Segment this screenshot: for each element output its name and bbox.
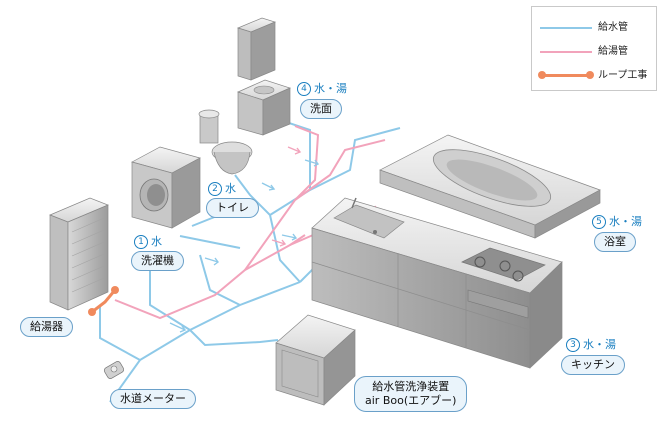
washbasin-vanity [236, 17, 291, 136]
legend-label-hot: 給湯管 [598, 46, 628, 57]
legend-label-loop: ループ工事 [598, 70, 648, 81]
loop-dot-right-icon [586, 71, 594, 79]
legend: 給水管 給湯管 ループ工事 [531, 6, 657, 91]
washer-type: 水 [151, 235, 162, 248]
toilet-number: 2 [208, 182, 222, 196]
kitchen-number: 3 [566, 338, 580, 352]
kitchen-label: キッチン [561, 355, 625, 375]
loop-work-segment [88, 286, 119, 316]
hot-water-pipes [114, 125, 386, 320]
washbasin-type: 水・湯 [314, 82, 347, 95]
toilet-type: 水 [225, 182, 236, 195]
water-meter-label: 水道メーター [110, 389, 196, 409]
cleaner-label-line1: 給水管洗浄装置 [372, 380, 450, 393]
kitchen-type: 水・湯 [583, 338, 616, 351]
kitchen-counter [311, 197, 563, 369]
washer-number: 1 [134, 235, 148, 249]
pipe-cleaning-device [275, 314, 356, 406]
water-meter [103, 361, 125, 379]
washer-label: 洗濯機 [131, 251, 184, 271]
washing-machine [131, 146, 201, 229]
bathroom-label: 浴室 [594, 232, 636, 252]
water-heater [49, 197, 109, 311]
cold-swatch [540, 27, 592, 29]
bathroom-type: 水・湯 [609, 215, 642, 228]
cleaner-label-line2: air Boo(エアブー) [365, 394, 457, 407]
legend-label-cold: 給水管 [598, 22, 628, 33]
toilet-label: トイレ [206, 198, 259, 218]
washbasin-label: 洗面 [300, 99, 342, 119]
hot-swatch [540, 51, 592, 53]
bathtub [379, 134, 601, 239]
bathroom-number: 5 [592, 215, 606, 229]
water-heater-label: 給湯器 [20, 317, 73, 337]
toilet [198, 109, 253, 175]
cleaner-label: 給水管洗浄装置 air Boo(エアブー) [354, 376, 468, 412]
washbasin-number: 4 [297, 82, 311, 96]
loop-dot-left-icon [538, 71, 546, 79]
loop-swatch [540, 74, 592, 77]
